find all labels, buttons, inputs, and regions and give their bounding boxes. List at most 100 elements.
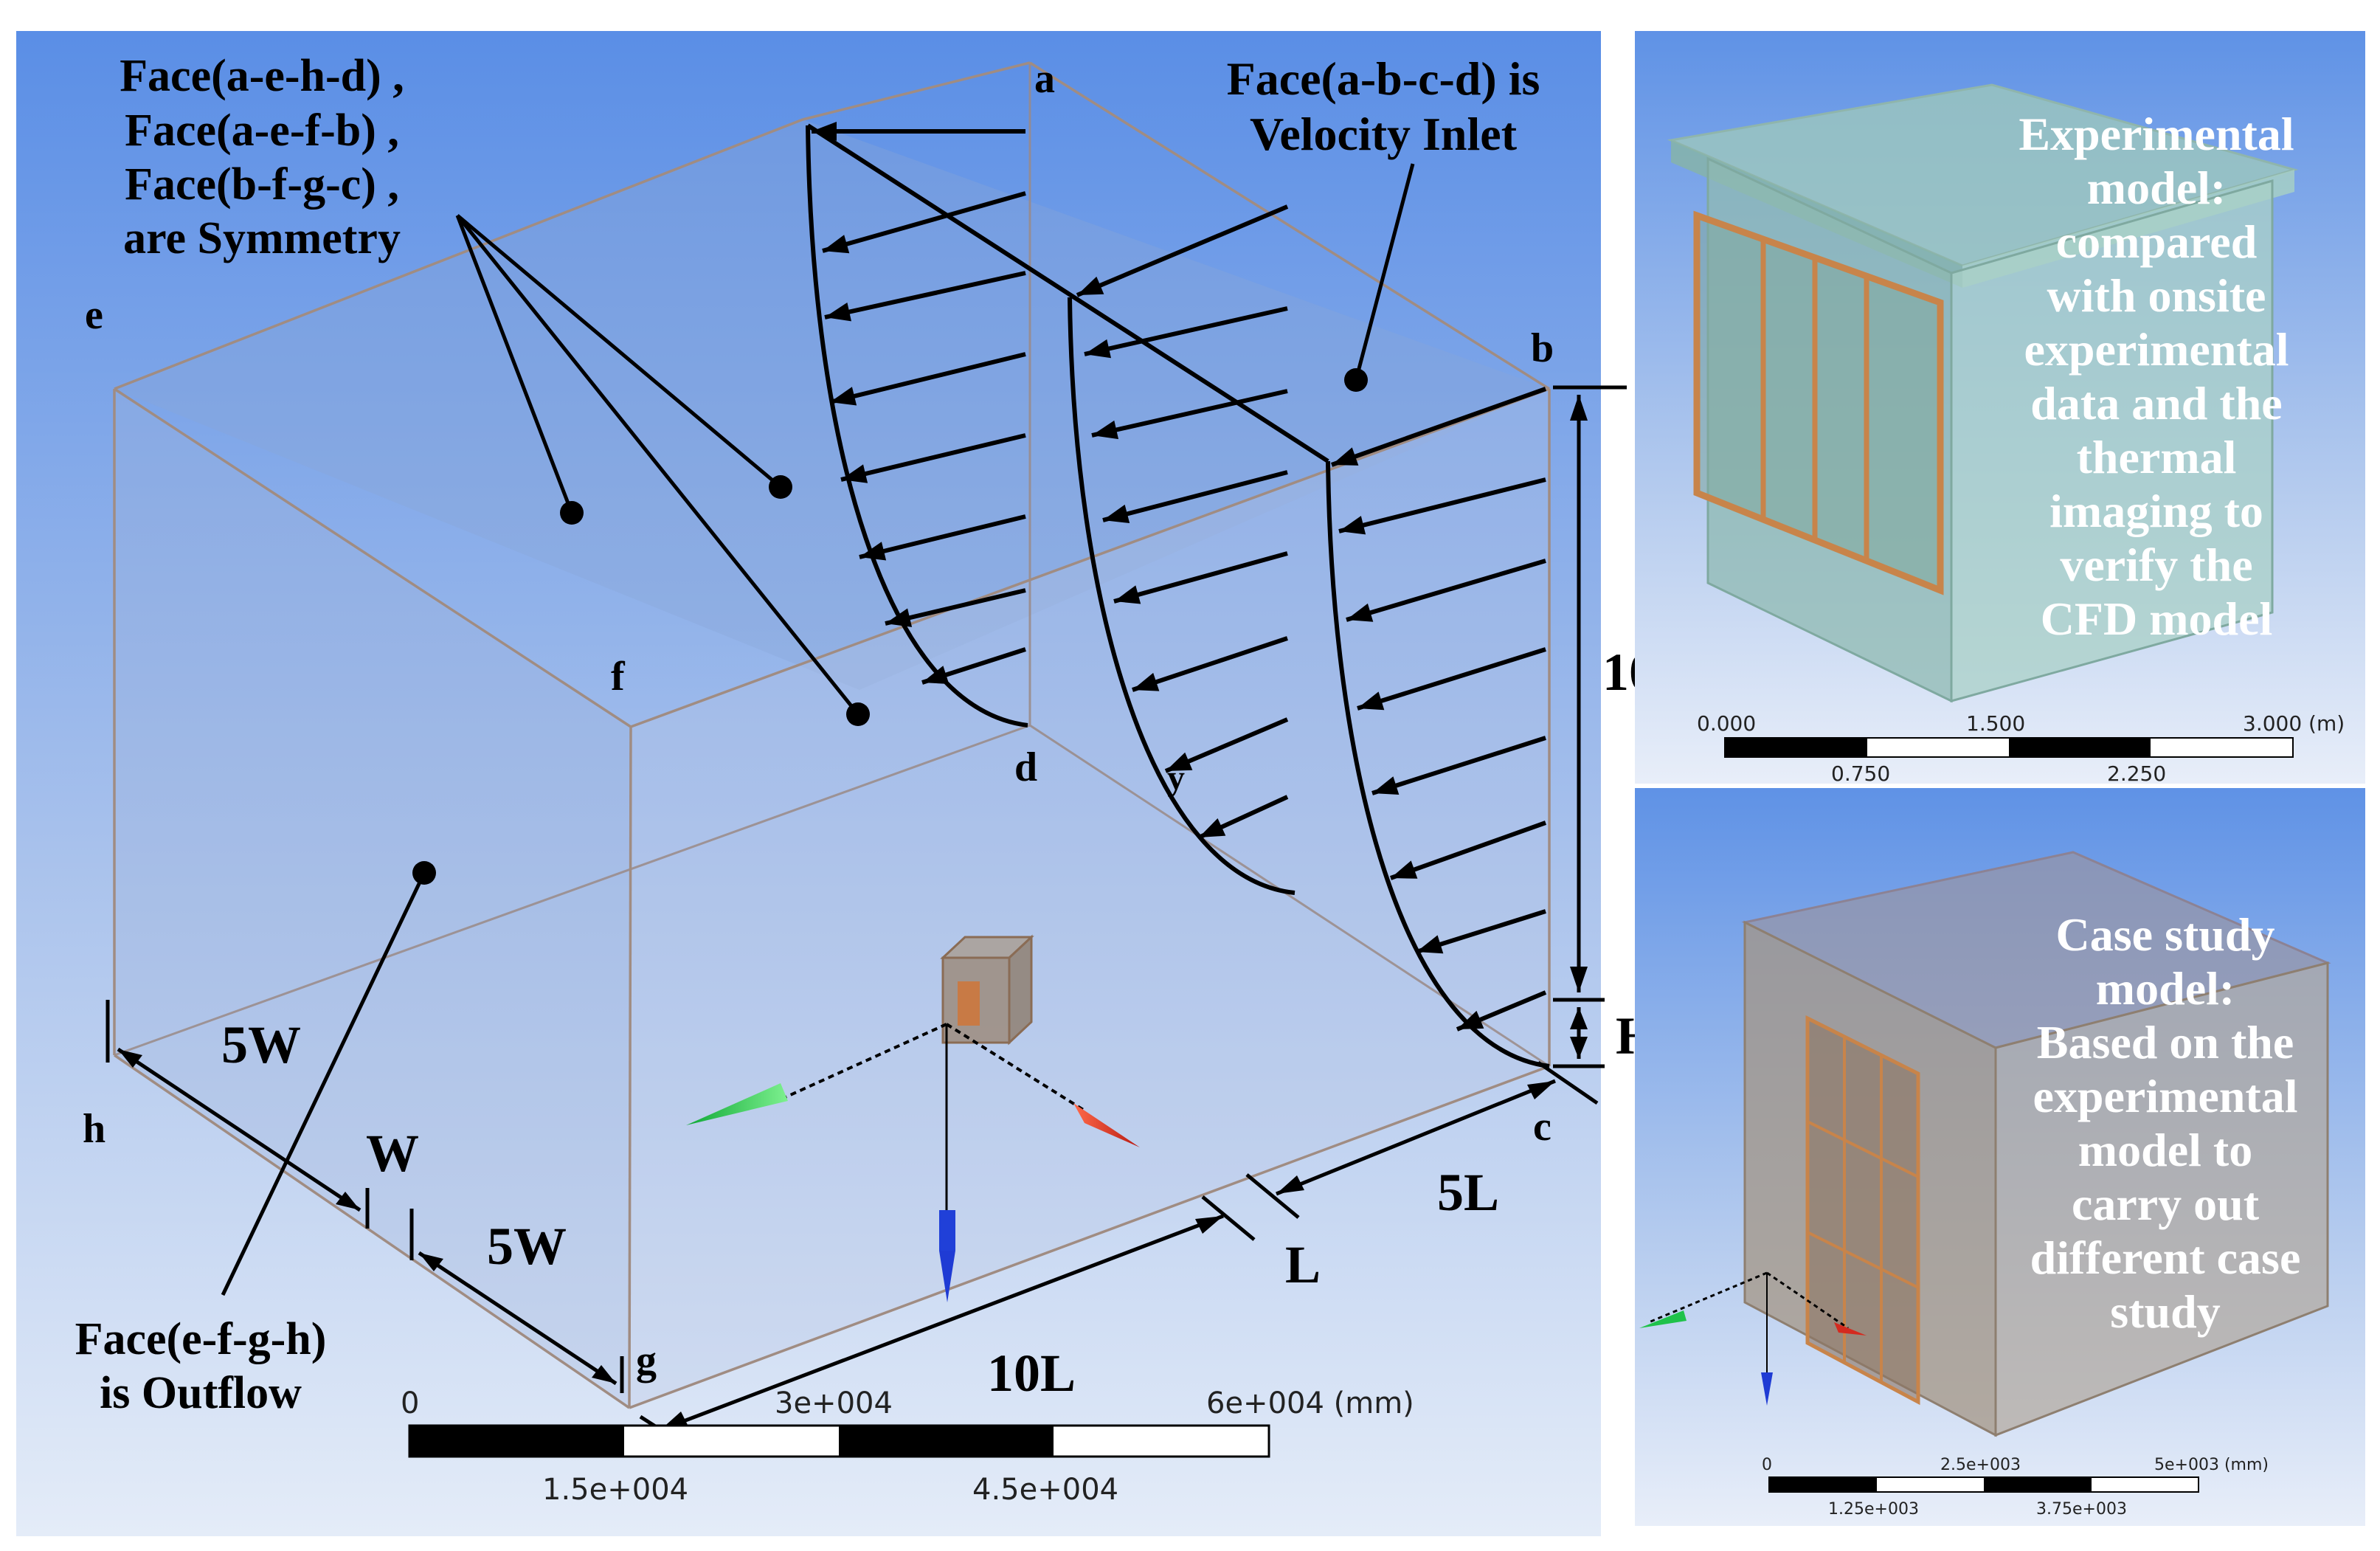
velocity-arrowhead [825, 302, 852, 322]
velocity-arrow [840, 433, 1026, 482]
symmetry-line-4: are Symmetry [123, 213, 401, 263]
velocity-arrowhead [1372, 776, 1400, 795]
velocity-arrow [824, 271, 1026, 319]
exp-scale-2-25: 2.250 [2107, 761, 2166, 786]
velocity-arrowhead [823, 235, 850, 254]
exp-line-8: imaging to [2049, 485, 2263, 537]
main-scale-0: 0 [401, 1386, 419, 1420]
axis-y-tag: y [1167, 759, 1185, 798]
velocity-arrowhead [1166, 752, 1193, 771]
outflow-line-2: is Outflow [100, 1368, 302, 1418]
dim-w: W [366, 1124, 419, 1183]
coordinate-triad [686, 934, 1140, 1302]
axis-red-arrow [1073, 1103, 1140, 1147]
velocity-arrowhead [859, 542, 887, 561]
case-line-1: Case study [2056, 908, 2275, 961]
case-axis-green-arrow [1639, 1310, 1687, 1328]
main-scale-labels: 0 3e+004 6e+004 (mm) 1.5e+004 4.5e+004 [401, 1386, 1414, 1507]
exp-line-9: verify the [2060, 539, 2252, 591]
case-axis-red-arrow [1834, 1322, 1867, 1336]
experimental-label: Experimental model: compared with onsite… [2018, 108, 2294, 645]
exp-line-1: Experimental [2018, 108, 2294, 160]
case-side-wall [1994, 961, 2329, 1437]
case-line-8: study [2110, 1285, 2220, 1338]
velocity-profiles [806, 123, 1550, 1068]
vertex-e: e [85, 292, 103, 338]
velocity-arrow [1113, 551, 1288, 604]
velocity-arrowhead [1092, 420, 1119, 440]
velocity-arrowhead [1132, 672, 1160, 691]
exp-line-5: experimental [2024, 323, 2289, 376]
velocity-arrowhead [1077, 276, 1104, 295]
velocity-arrow [1102, 470, 1288, 522]
velocity-arrowhead [1332, 447, 1359, 466]
velocity-arrowhead [885, 608, 913, 627]
velocity-arrowhead [1103, 504, 1130, 524]
axis-blue-arrow [939, 1251, 955, 1302]
symmetry-dot-1 [560, 501, 584, 525]
symmetry-line-3: Face(b-f-g-c) , [125, 159, 399, 210]
vertex-b: b [1531, 325, 1554, 371]
outflow-label: Face(e-f-g-h) is Outflow [75, 1314, 327, 1418]
profile-curve-2 [1068, 297, 1295, 895]
velocity-arrow [1084, 306, 1288, 356]
exp-scale-3: 3.000 (m) [2243, 711, 2345, 736]
symmetry-dot-2 [769, 475, 792, 499]
exp-scale-1-5: 1.500 [1966, 711, 2025, 736]
case-study-label: Case study model: Based on the experimen… [2030, 908, 2301, 1338]
dim-5w-top: 5W [221, 1015, 301, 1074]
outflow-line-1: Face(e-f-g-h) [75, 1314, 327, 1364]
case-axis-blue-arrow [1761, 1372, 1773, 1406]
exp-scale-0-75: 0.750 [1831, 761, 1890, 786]
axis-green-arrow [686, 1083, 788, 1125]
case-line-7: different case [2030, 1232, 2301, 1284]
vertex-labels: a b c d e f g h [83, 56, 1554, 1384]
exp-line-6: data and the [2030, 377, 2282, 429]
case-study-scale-bar [1768, 1476, 2199, 1493]
dim-l: L [1285, 1235, 1321, 1294]
main-scale-4-5e4: 4.5e+004 [972, 1473, 1118, 1507]
main-scale-bar [408, 1424, 1270, 1458]
symmetry-label: Face(a-e-h-d) , Face(a-e-f-b) , Face(b-f… [120, 51, 404, 263]
exp-line-2: model: [2087, 162, 2226, 214]
velocity-arrows [812, 122, 1547, 1032]
main-scale-1-5e4: 1.5e+004 [542, 1473, 688, 1507]
velocity-arrow [1076, 204, 1289, 297]
vertex-g: g [636, 1338, 657, 1384]
velocity-arrowhead [1114, 585, 1141, 604]
main-panel-background [16, 31, 1601, 1536]
profile-curve-3 [1326, 460, 1550, 1068]
exp-scale-0: 0.000 [1697, 711, 1756, 736]
velocity-arrowhead [1457, 1010, 1484, 1029]
case-line-5: model to [2078, 1124, 2252, 1176]
exp-line-3: compared [2056, 215, 2258, 268]
case-study-model [1639, 851, 2331, 1437]
velocity-arrow [829, 352, 1026, 404]
velocity-arrowhead [812, 122, 837, 141]
experimental-scale-bar [1724, 737, 2294, 758]
dim-10l: 10L [987, 1344, 1076, 1403]
velocity-arrow [1091, 389, 1288, 438]
velocity-arrow [1357, 647, 1546, 711]
vertex-h: h [83, 1106, 105, 1152]
symmetry-line-2: Face(a-e-f-b) , [125, 106, 399, 156]
velocity-arrowhead [1199, 818, 1226, 837]
case-study-scale-labels: 0 2.5e+003 5e+003 (mm) 1.25e+003 3.75e+0… [1762, 1456, 2269, 1519]
experimental-model [1667, 83, 2299, 703]
case-line-4: experimental [2033, 1070, 2298, 1122]
velocity-arrow [1330, 387, 1547, 467]
profile-top-line [806, 123, 1329, 463]
case-scale-5e3: 5e+003 (mm) [2154, 1456, 2269, 1474]
exp-line-4: with onsite [2047, 269, 2266, 322]
velocity-arrow [1338, 477, 1546, 533]
dim-5w-bottom: 5W [487, 1217, 567, 1276]
velocity-arrowhead [1085, 339, 1112, 359]
velocity-arrow [1389, 821, 1547, 880]
dim-5l: 5L [1437, 1163, 1499, 1222]
case-line-2: model: [2096, 962, 2235, 1015]
case-window-grid [1805, 1015, 1920, 1406]
inlet-line-2: Velocity Inlet [1250, 108, 1518, 160]
velocity-arrowhead [1346, 603, 1374, 622]
